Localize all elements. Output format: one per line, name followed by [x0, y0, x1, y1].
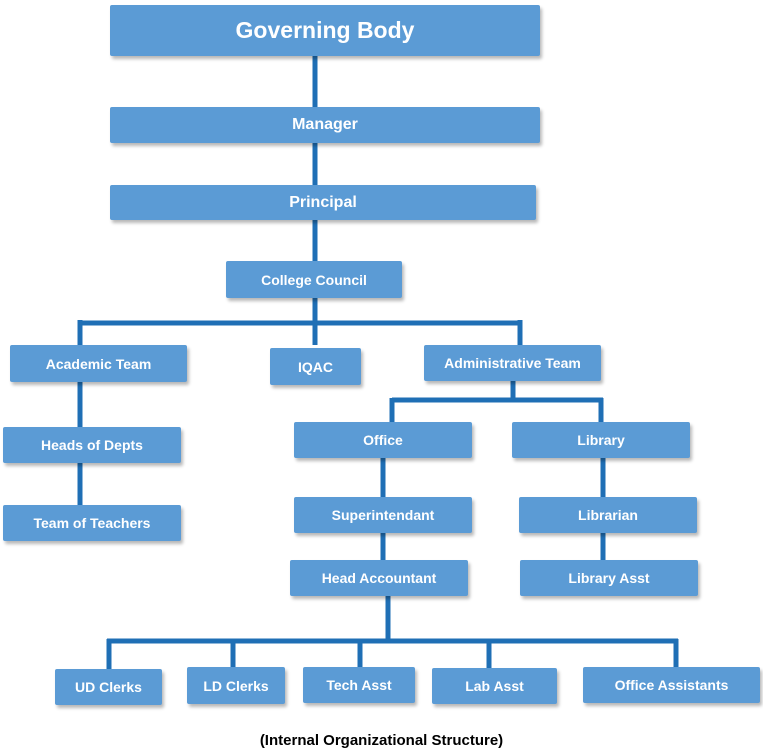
node-office: Office — [294, 422, 472, 458]
node-iqac: IQAC — [270, 348, 361, 385]
node-manager: Manager — [110, 107, 540, 143]
node-ld-clerks: LD Clerks — [187, 667, 285, 704]
node-head-accountant: Head Accountant — [290, 560, 468, 596]
node-administrative-team: Administrative Team — [424, 345, 601, 381]
node-team-of-teachers: Team of Teachers — [3, 505, 181, 541]
node-ud-clerks: UD Clerks — [55, 669, 162, 705]
node-library-asst: Library Asst — [520, 560, 698, 596]
node-academic-team: Academic Team — [10, 345, 187, 382]
node-office-assistants: Office Assistants — [583, 667, 760, 703]
diagram-caption: (Internal Organizational Structure) — [259, 732, 504, 749]
node-lab-asst: Lab Asst — [432, 668, 557, 704]
node-heads-of-depts: Heads of Depts — [3, 427, 181, 463]
node-superintendant: Superintendant — [294, 497, 472, 533]
node-tech-asst: Tech Asst — [303, 667, 415, 703]
node-college-council: College Council — [226, 261, 402, 298]
node-principal: Principal — [110, 185, 536, 220]
node-governing-body: Governing Body — [110, 5, 540, 56]
node-library: Library — [512, 422, 690, 458]
node-librarian: Librarian — [519, 497, 697, 533]
